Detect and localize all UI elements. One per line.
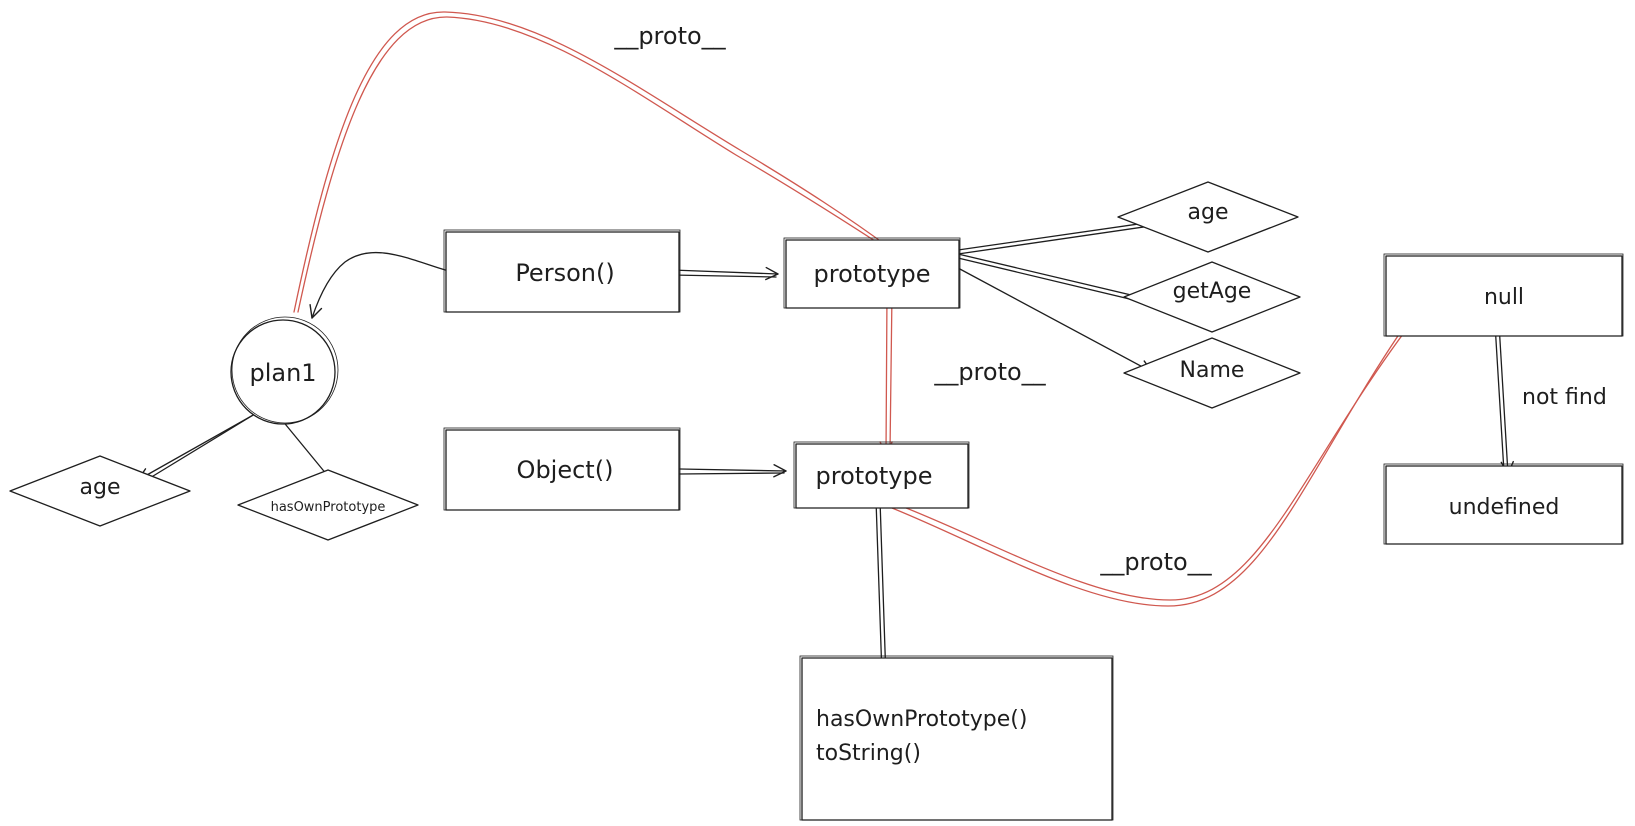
name-node: Name [1123, 337, 1301, 409]
person-prototype-node: prototype [783, 237, 961, 309]
proto-label-bottom: __proto__ [1099, 548, 1212, 576]
person-to-prototype-stroke [671, 274, 777, 278]
person-constructor-node: Person() [443, 229, 681, 313]
name-label: Name [1180, 358, 1245, 383]
object-to-prototype-stroke [679, 472, 785, 475]
plan1-node: plan1 [230, 316, 339, 425]
undefined-label: undefined [1449, 495, 1560, 520]
hasownprototype-label: hasOwnPrototype [271, 500, 386, 515]
proto-link-plan1-second-stroke [297, 16, 893, 313]
prototype-to-name-arrow [957, 267, 1153, 373]
proto-link-object-prototype-to-null [895, 321, 1413, 601]
proto-link-person-prototype-to-object-prototype [879, 291, 893, 455]
object-label: Object() [517, 456, 614, 484]
null-node: null [1383, 253, 1624, 337]
plan1-age-label: age [80, 475, 121, 500]
proto-link-plan1-to-person-prototype [293, 11, 899, 313]
person-to-prototype-arrow [671, 266, 779, 281]
prototype-to-age-arrow [957, 215, 1167, 251]
null-to-undefined-arrow [1498, 323, 1514, 475]
object-to-prototype-arrow [679, 464, 787, 478]
object-prototype-to-methods-stroke [875, 499, 883, 677]
not-find-label: not find [1522, 385, 1607, 410]
person-prototype-label: prototype [814, 260, 931, 288]
plan1-age-node: age [9, 455, 191, 527]
person-age-label: age [1188, 200, 1229, 225]
proto-link-bottom-second-stroke [891, 323, 1407, 607]
prototype-to-age-stroke [957, 223, 1165, 255]
plan1-to-age-stroke [139, 411, 259, 485]
person-to-plan1-arrow [309, 251, 453, 319]
null-label: null [1484, 285, 1524, 310]
object-methods-node: hasOwnPrototype() toString() [799, 655, 1114, 821]
plan1-label: plan1 [249, 359, 316, 387]
method-hasownprototype: hasOwnPrototype() [816, 707, 1027, 732]
proto-label-middle: __proto__ [933, 358, 1046, 386]
proto-links [293, 11, 1413, 607]
object-prototype-label: prototype [816, 462, 933, 490]
method-tostring: toString() [816, 741, 921, 766]
getage-label: getAge [1173, 279, 1252, 304]
getage-node: getAge [1123, 261, 1301, 333]
null-to-undefined-stroke [1494, 323, 1505, 473]
proto-link-middle-second-stroke [889, 291, 893, 453]
object-constructor-node: Object() [443, 427, 681, 511]
proto-label-top: __proto__ [613, 22, 726, 50]
object-prototype-node: prototype [793, 441, 970, 509]
person-age-node: age [1117, 181, 1299, 253]
hasownprototype-node: hasOwnPrototype [237, 469, 419, 541]
person-label: Person() [515, 259, 614, 287]
undefined-node: undefined [1383, 463, 1624, 545]
object-prototype-to-methods-arrow [878, 499, 893, 681]
